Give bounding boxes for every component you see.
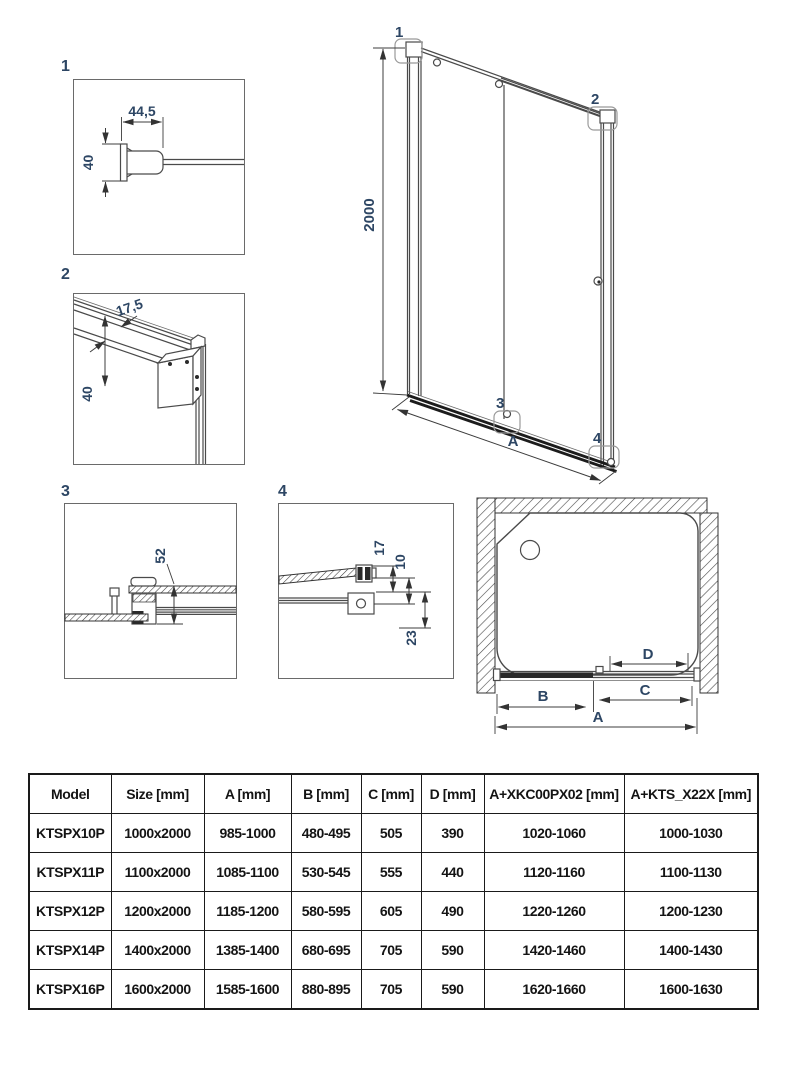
- cell-c: 505: [360, 813, 422, 853]
- col-header-c: C [mm]: [360, 773, 422, 814]
- cell-a-kts: 1400-1430: [623, 930, 759, 970]
- elevation-door-frame: [405, 41, 617, 473]
- cell-a-xkc: 1420-1460: [483, 930, 625, 970]
- cell-a-kts: 1100-1130: [623, 852, 759, 892]
- elevation-callout-1: 1: [395, 24, 403, 41]
- spec-table-header-row: Model Size [mm] A [mm] B [mm] C [mm] D […: [28, 773, 759, 814]
- detail-2-rail-isometric: [73, 296, 207, 464]
- cell-b: 580-595: [290, 891, 362, 931]
- col-header-b: B [mm]: [290, 773, 362, 814]
- plan-door-assembly: [492, 665, 701, 682]
- col-header-a-xkc: A+XKC00PX02 [mm]: [483, 773, 625, 814]
- table-row: KTSPX16P 1600x2000 1585-1600 880-895 705…: [28, 969, 759, 1010]
- cell-a: 1085-1100: [203, 852, 292, 892]
- col-header-model: Model: [28, 773, 112, 814]
- cell-size: 1000x2000: [110, 813, 205, 853]
- col-header-a: A [mm]: [203, 773, 292, 814]
- detail-4-clamp-section: [278, 564, 377, 615]
- cell-a-xkc: 1220-1260: [483, 891, 625, 931]
- cell-d: 490: [420, 891, 485, 931]
- detail-1-profile-section: [119, 143, 244, 182]
- detail-1-drawing: 44,5 40: [73, 79, 245, 255]
- cell-model: KTSPX12P: [28, 891, 112, 931]
- cell-a-kts: 1600-1630: [623, 969, 759, 1010]
- detail-4-dim-top: 17: [371, 540, 387, 556]
- detail-1-label: 1: [61, 58, 70, 75]
- detail-4-dim-bottom: 23: [403, 630, 419, 646]
- cell-b: 530-545: [290, 852, 362, 892]
- cell-a: 1385-1400: [203, 930, 292, 970]
- detail-1-dimensions: 44,5 40: [80, 103, 164, 197]
- cell-a-xkc: 1120-1160: [483, 852, 625, 892]
- detail-1-dim-height: 40: [80, 155, 96, 171]
- detail-2-drawing: 17,5 40: [73, 293, 245, 465]
- cell-b: 880-895: [290, 969, 362, 1010]
- detail-4-dimensions: 17 10 23: [371, 540, 431, 646]
- plan-view: D C B A: [476, 497, 719, 734]
- detail-2-dim-height: 40: [79, 386, 95, 402]
- cell-a-xkc: 1020-1060: [483, 813, 625, 853]
- detail-3-dim-height: 52: [152, 548, 168, 564]
- cell-b: 480-495: [290, 813, 362, 853]
- col-header-a-kts: A+KTS_X22X [mm]: [623, 773, 759, 814]
- plan-walls: [476, 497, 719, 694]
- elevation-dim-height: 2000: [361, 198, 378, 231]
- cell-size: 1200x2000: [110, 891, 205, 931]
- plan-dim-b: B: [538, 688, 549, 705]
- table-row: KTSPX12P 1200x2000 1185-1200 580-595 605…: [28, 891, 759, 931]
- cell-a: 1585-1600: [203, 969, 292, 1010]
- detail-4-label: 4: [278, 483, 287, 500]
- detail-3-drawing: 52: [64, 503, 237, 679]
- detail-4-drawing: 17 10 23: [278, 503, 454, 679]
- detail-2-label: 2: [61, 266, 70, 283]
- table-row: KTSPX11P 1100x2000 1085-1100 530-545 555…: [28, 852, 759, 892]
- cell-d: 590: [420, 930, 485, 970]
- cell-model: KTSPX11P: [28, 852, 112, 892]
- cell-size: 1400x2000: [110, 930, 205, 970]
- elevation-dim-width: A: [508, 433, 519, 450]
- plan-shower-tray: [496, 512, 699, 676]
- elevation-callout-4: 4: [593, 430, 602, 447]
- cell-size: 1100x2000: [110, 852, 205, 892]
- table-row: KTSPX14P 1400x2000 1385-1400 680-695 705…: [28, 930, 759, 970]
- cell-d: 590: [420, 969, 485, 1010]
- cell-a: 1185-1200: [203, 891, 292, 931]
- detail-3-label: 3: [61, 483, 70, 500]
- cell-a-kts: 1200-1230: [623, 891, 759, 931]
- plan-sliding-panel: [499, 672, 593, 678]
- cell-b: 680-695: [290, 930, 362, 970]
- plan-drain: [519, 539, 541, 561]
- detail-2-dim-offset: 17,5: [114, 295, 145, 319]
- cell-c: 605: [360, 891, 422, 931]
- col-header-d: D [mm]: [420, 773, 485, 814]
- cell-model: KTSPX14P: [28, 930, 112, 970]
- detail-1-dim-width: 44,5: [128, 103, 155, 119]
- plan-dim-d: D: [643, 646, 654, 663]
- plan-dimensions: D C B A: [494, 646, 698, 734]
- plan-handle: [595, 665, 604, 674]
- spec-table: Model Size [mm] A [mm] B [mm] C [mm] D […: [28, 773, 759, 1010]
- cell-a: 985-1000: [203, 813, 292, 853]
- cell-a-kts: 1000-1030: [623, 813, 759, 853]
- elevation-callout-2: 2: [591, 91, 599, 108]
- plan-dim-a: A: [593, 709, 604, 726]
- detail-3-dimensions: 52: [152, 548, 183, 625]
- cell-c: 705: [360, 930, 422, 970]
- col-header-size: Size [mm]: [110, 773, 205, 814]
- cell-size: 1600x2000: [110, 969, 205, 1010]
- elevation-view: 1 2 3 4 2000 A: [361, 24, 620, 485]
- cell-c: 555: [360, 852, 422, 892]
- elevation-dimensions: 2000 A: [361, 47, 617, 485]
- cell-c: 705: [360, 969, 422, 1010]
- detail-4-dim-mid: 10: [392, 554, 408, 570]
- cell-model: KTSPX16P: [28, 969, 112, 1010]
- table-row: KTSPX10P 1000x2000 985-1000 480-495 505 …: [28, 813, 759, 853]
- cell-model: KTSPX10P: [28, 813, 112, 853]
- cell-a-xkc: 1620-1660: [483, 969, 625, 1010]
- cell-d: 440: [420, 852, 485, 892]
- plan-dim-c: C: [640, 682, 651, 699]
- cell-d: 390: [420, 813, 485, 853]
- elevation-callout-3: 3: [496, 395, 504, 412]
- detail-3-roller-section: [64, 576, 237, 625]
